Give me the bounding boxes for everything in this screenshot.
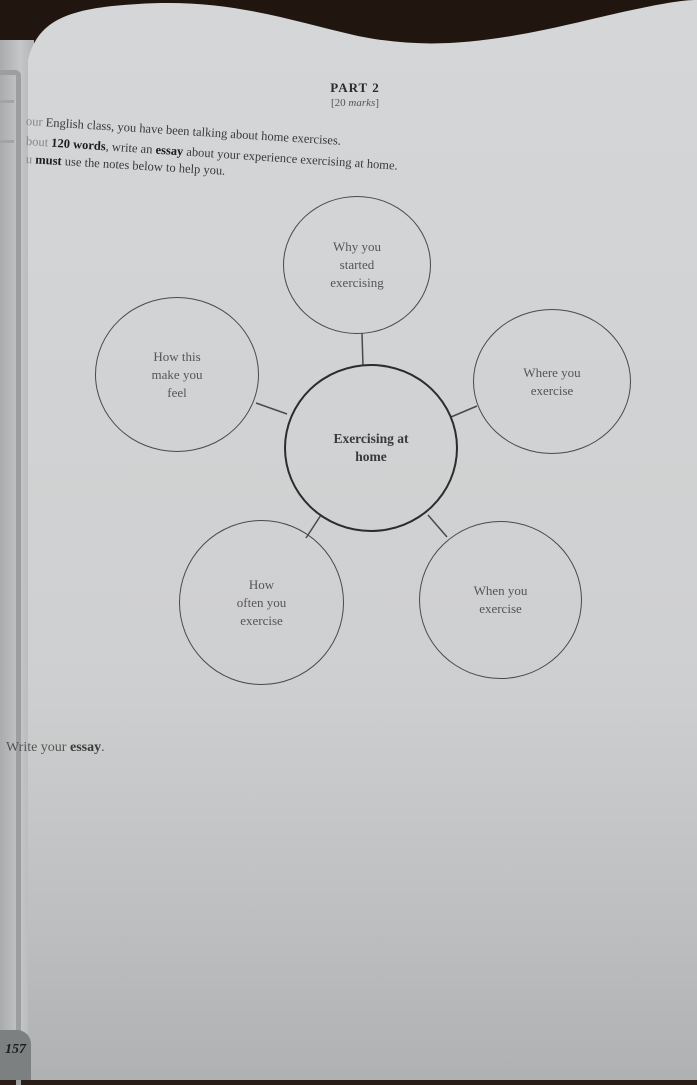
write-essay-prompt: Write your essay.	[6, 740, 105, 755]
part-header: PART 2 [20 marks]	[290, 80, 420, 109]
page-number: 157	[5, 1042, 26, 1057]
part-marks: [20 marks]	[331, 97, 379, 109]
part-title: PART 2	[330, 80, 380, 95]
page-edge-tick	[0, 100, 14, 103]
mindmap-node-where: Where you exercise	[473, 309, 631, 454]
page-number-tab: 157	[0, 1030, 31, 1080]
page-edge-tick	[0, 140, 14, 143]
mindmap-node-when: When you exercise	[419, 521, 582, 679]
mindmap-node-how-often: How often you exercise	[179, 520, 344, 685]
page-edge-bracket	[0, 70, 21, 1085]
mindmap-center-node: Exercising at home	[284, 364, 458, 532]
textbook-page	[28, 0, 697, 1080]
mindmap-node-feel: How this make you feel	[95, 297, 259, 452]
mindmap-node-why-started: Why you started exercising	[283, 196, 431, 334]
